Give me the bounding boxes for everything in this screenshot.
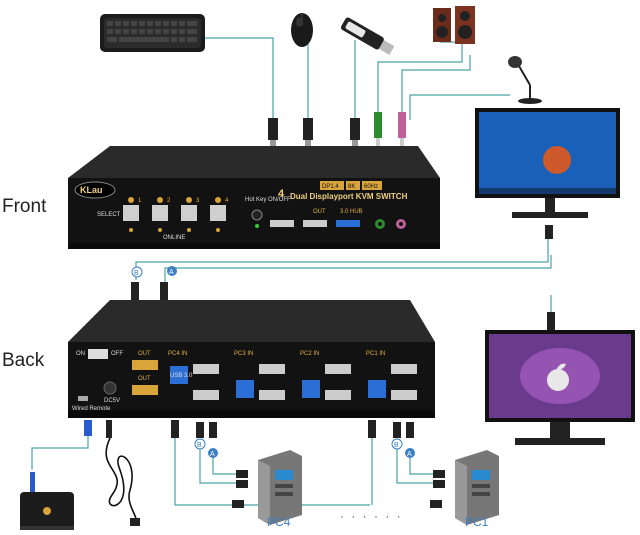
svg-text:OFF: OFF — [111, 351, 123, 357]
svg-text:A: A — [169, 269, 174, 276]
kvm-back-unit: ON OFF DC5V Wired Remote OUT OUT PC4 IN … — [68, 300, 435, 418]
pc-tower-icon — [258, 450, 302, 525]
pc1-input-block: PC1 IN — [366, 351, 417, 400]
select-button-1[interactable] — [123, 205, 139, 221]
pc4-label: PC4 — [267, 515, 291, 529]
svg-text:USB 3.0: USB 3.0 — [170, 373, 193, 379]
pc4-input-block: PC4 IN — [168, 351, 219, 400]
svg-text:ONLINE: ONLINE — [163, 235, 185, 241]
svg-text:DP1.4: DP1.4 — [322, 184, 339, 190]
select-button-4[interactable] — [210, 205, 226, 221]
hotkey-button[interactable] — [251, 209, 263, 221]
speakers-icon — [433, 6, 475, 44]
power-adapter-icon — [105, 437, 140, 526]
front-cable-tags: B A — [131, 266, 555, 330]
select-button-2[interactable] — [152, 205, 168, 221]
keyboard-icon — [100, 14, 205, 52]
kvm-front-unit: KLau 4 Dual Displayport KVM SWITCH DP1.4… — [68, 146, 440, 249]
svg-text:DC5V: DC5V — [104, 398, 120, 404]
svg-text:B: B — [197, 442, 202, 449]
monitor-icon — [485, 330, 635, 445]
front-label: Front — [2, 196, 47, 217]
svg-text:1: 1 — [138, 198, 142, 204]
pc3-input-block: PC3 IN — [234, 351, 285, 400]
svg-text:OUT: OUT — [138, 376, 151, 382]
svg-text:B: B — [134, 270, 139, 277]
pc-tower-icon — [455, 450, 499, 525]
svg-text:OUT: OUT — [138, 351, 151, 357]
usb-drive-icon — [340, 17, 395, 55]
svg-text:PC1 IN: PC1 IN — [366, 351, 385, 357]
wired-remote-icon — [20, 472, 74, 530]
product-title: Dual Displayport KVM SWITCH — [290, 192, 408, 201]
mouse-icon — [291, 13, 313, 47]
monitor-icon — [475, 108, 620, 239]
pc2-input-block: PC2 IN — [300, 351, 351, 400]
svg-text:Wired Remote: Wired Remote — [72, 406, 111, 412]
back-label: Back — [2, 350, 45, 371]
select-button-3[interactable] — [181, 205, 197, 221]
svg-text:ON: ON — [76, 351, 85, 357]
brand-logo: KLau — [80, 185, 103, 195]
svg-text:A: A — [407, 451, 412, 458]
svg-text:SELECT: SELECT — [97, 212, 121, 218]
svg-text:B: B — [394, 442, 399, 449]
front-plugs — [268, 112, 406, 146]
svg-text:2: 2 — [167, 198, 171, 204]
pc-range-dots: · · · · · · — [340, 509, 403, 523]
svg-text:Hot Key ON/OFF: Hot Key ON/OFF — [245, 197, 291, 203]
pc1-label: PC1 — [465, 515, 489, 529]
svg-text:3.0 HUB: 3.0 HUB — [340, 209, 363, 215]
svg-text:PC4 IN: PC4 IN — [168, 351, 187, 357]
svg-text:8K: 8K — [348, 184, 355, 190]
svg-text:4: 4 — [225, 198, 229, 204]
svg-text:PC3 IN: PC3 IN — [234, 351, 253, 357]
power-switch[interactable] — [88, 349, 108, 359]
svg-text:A: A — [210, 451, 215, 458]
svg-text:PC2 IN: PC2 IN — [300, 351, 319, 357]
microphone-icon — [508, 56, 542, 104]
svg-text:OUT: OUT — [313, 209, 326, 215]
back-plugs: B A B A — [84, 420, 445, 508]
svg-text:3: 3 — [196, 198, 200, 204]
svg-text:4: 4 — [278, 188, 285, 200]
svg-text:60Hz: 60Hz — [364, 184, 378, 190]
